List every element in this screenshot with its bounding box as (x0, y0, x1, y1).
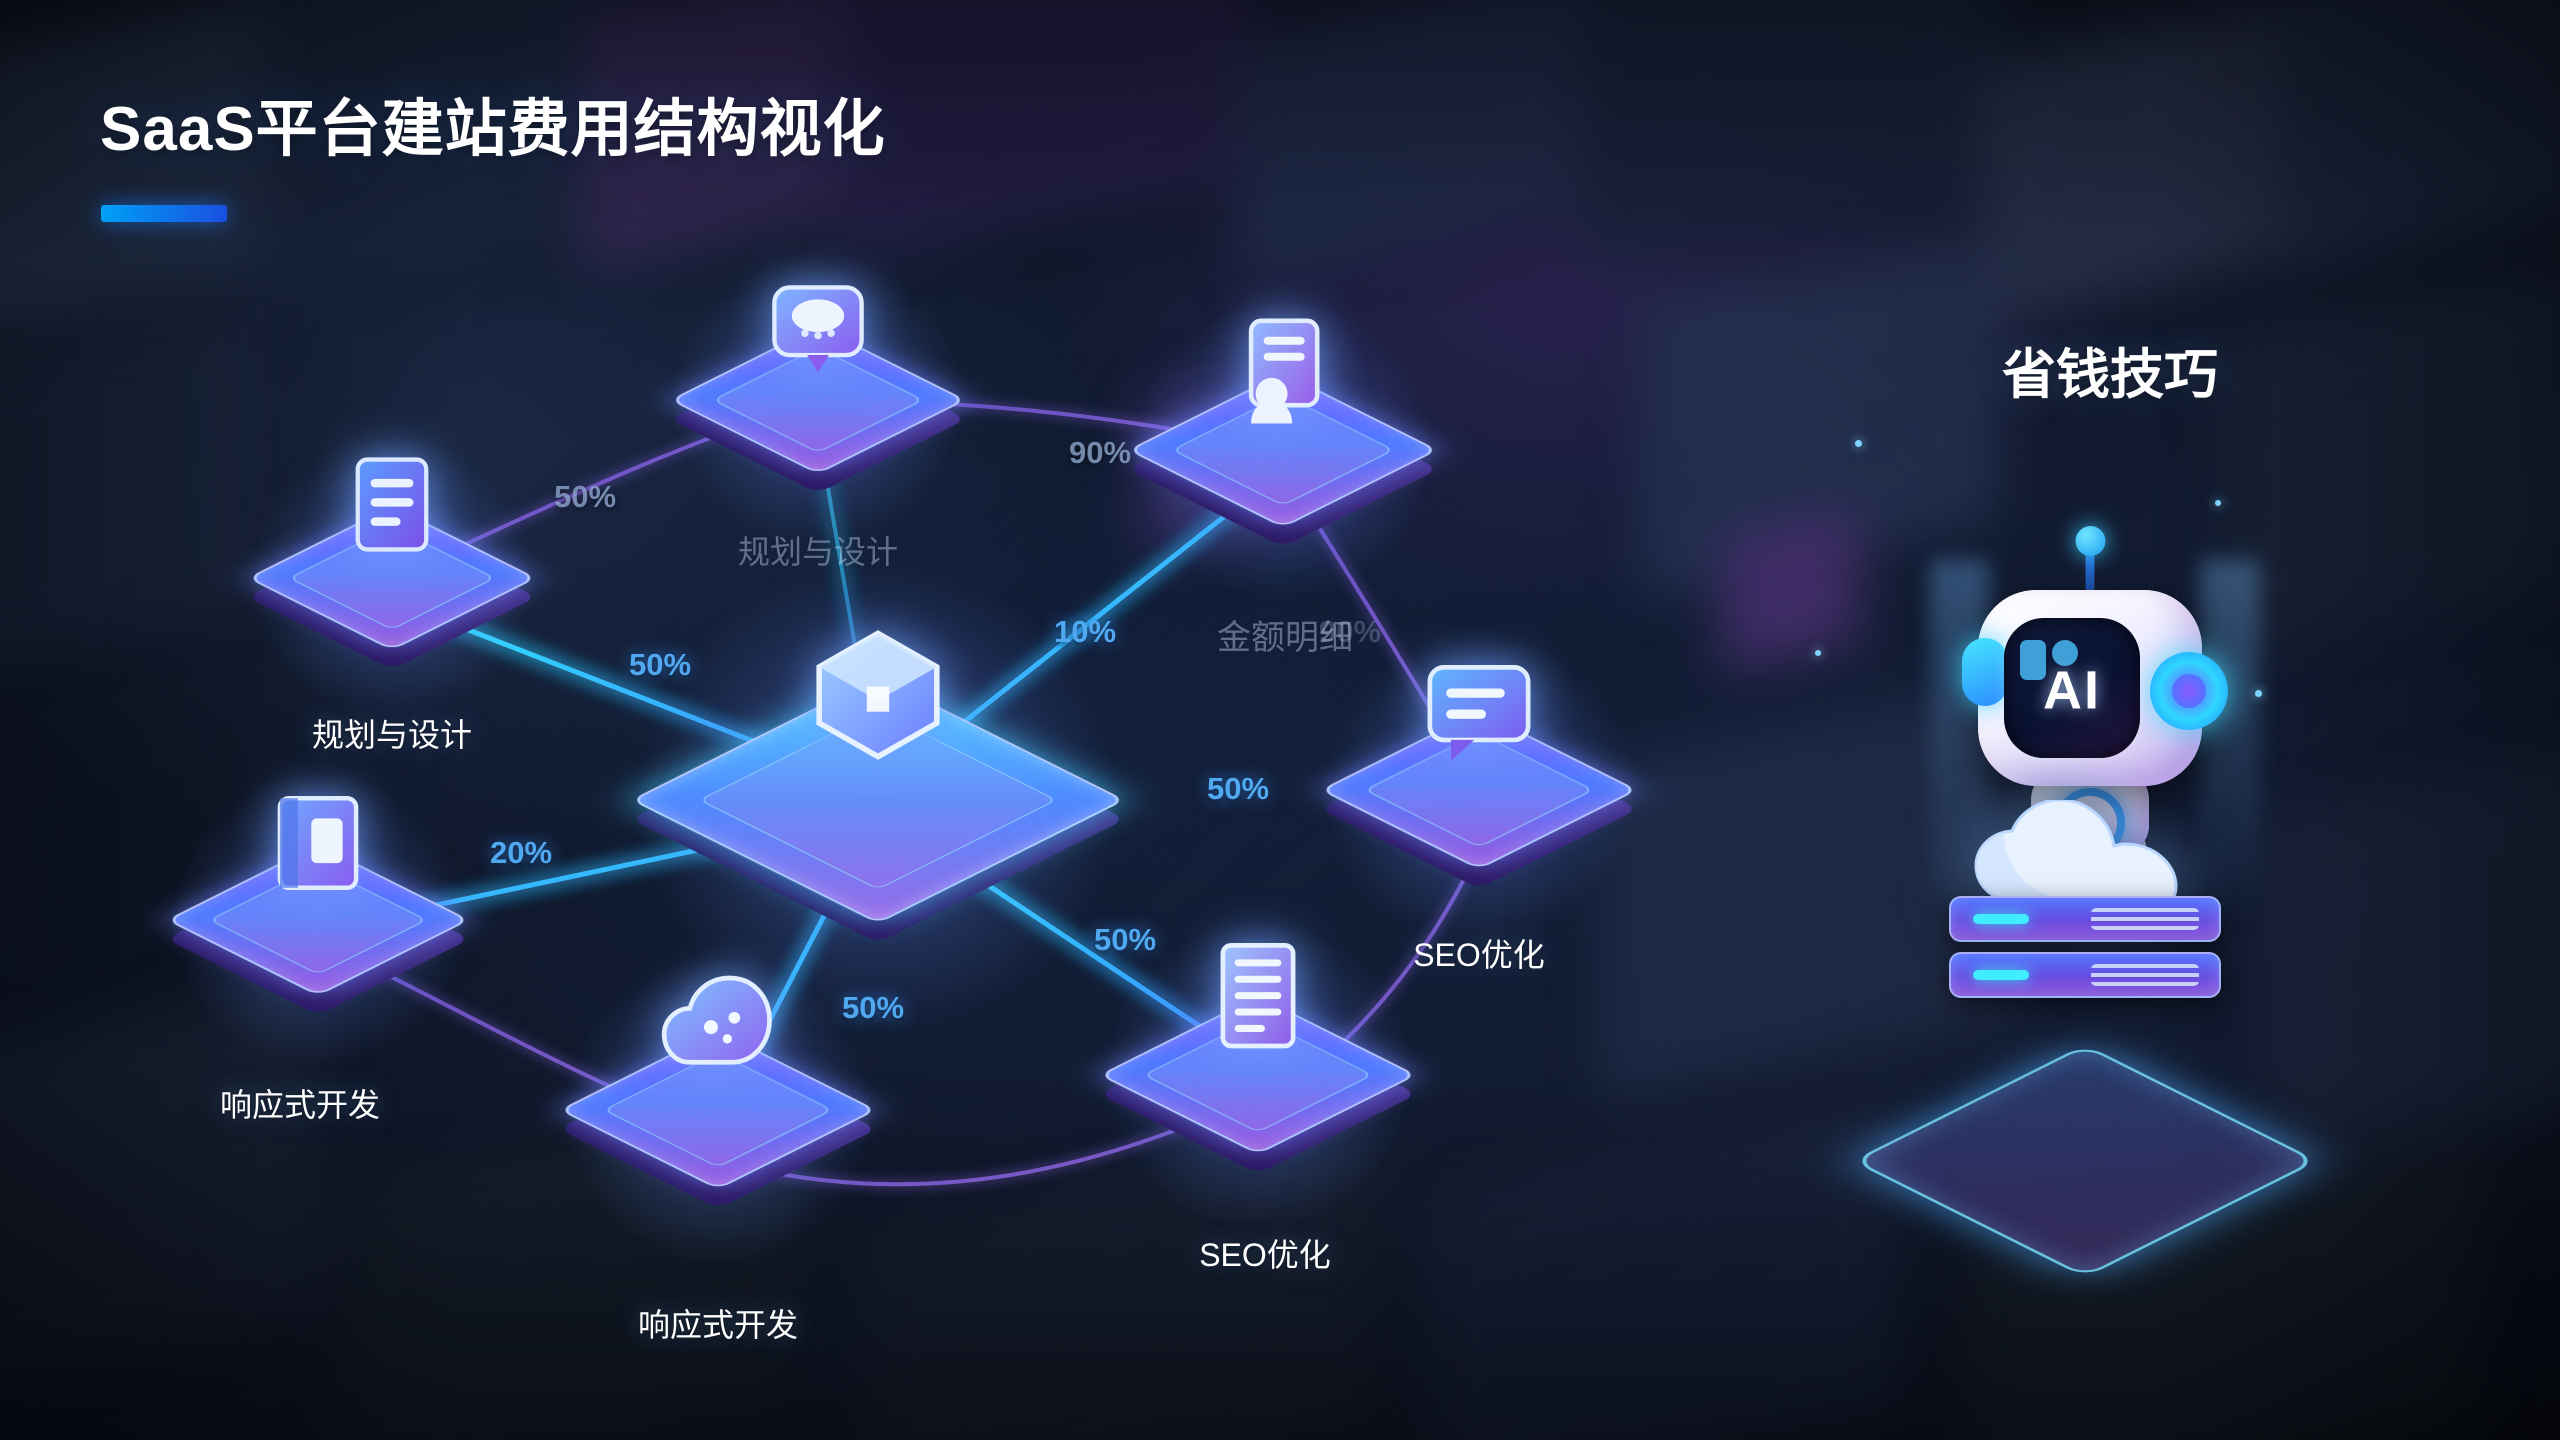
chat-cloud-icon (764, 270, 873, 379)
robot-screen-text: AI (2043, 660, 2101, 721)
node-label-n-plan-left: 规划与设计 (311, 717, 473, 753)
node-label-n-resp-left: 响应式开发 (219, 1087, 381, 1123)
edge-percent-label-e-ghost-overlap: 90% (1318, 614, 1382, 649)
edge-percent-label-e-planleft-hub: 50% (628, 647, 692, 682)
edge-percent-label-e-planleft-plantop: 50% (553, 479, 617, 514)
document-icon (339, 451, 446, 558)
node-label-n-seo-right: SEO优化 (1413, 937, 1545, 973)
server-vents-bottom (2091, 964, 2199, 986)
edge-percent-label-e-hub-seoright: 50% (1206, 771, 1270, 806)
server-led-top (1973, 914, 2029, 924)
doc-user-icon (1226, 314, 1340, 428)
robot-ear-left-icon (1962, 638, 2008, 706)
server-icon (1200, 936, 1317, 1053)
node-label-n-seo-bottom: SEO优化 (1199, 1237, 1331, 1273)
cloud-upload-icon (660, 971, 777, 1088)
page-title: SaaS平台建站费用结构视化 (100, 95, 886, 164)
node-label-n-plan-top: 规划与设计 (737, 534, 899, 570)
spark-1 (1855, 440, 1862, 447)
server-unit-top (1949, 896, 2221, 942)
server-led-bottom (1973, 970, 2029, 980)
node-label-n-resp-bottom: 响应式开发 (637, 1307, 799, 1343)
server-unit-bottom (1949, 952, 2221, 998)
robot-ear-right-icon (2150, 652, 2228, 730)
book-icon (262, 787, 374, 899)
robot-antenna-icon (2085, 548, 2095, 592)
title-accent-bar (101, 205, 227, 222)
edge-percent-label-e-hub-seobottom: 50% (1093, 922, 1157, 957)
robot-face-screen: AI (2004, 618, 2140, 758)
edge-percent-label-e-respleft-hub: 20% (489, 835, 553, 870)
cube-icon (808, 625, 948, 765)
edge-percent-label-e-hub-docuser: 10% (1053, 614, 1117, 649)
cloud-server-stack (1815, 440, 2319, 1278)
side-panel-title: 省钱技巧 (2002, 345, 2218, 405)
spark-2 (2215, 500, 2221, 506)
edge-percent-label-e-hub-respbottom: 50% (841, 990, 905, 1025)
spark-3 (1815, 650, 1821, 656)
message-icon (1421, 651, 1538, 768)
ghost-overlap-label: 金额明细 (1217, 619, 1353, 657)
edge-percent-label-e-plantop-docuser: 90% (1068, 435, 1132, 470)
cloud-icon (1974, 800, 2178, 920)
server-vents-top (2091, 908, 2199, 930)
robot-head: AI (1962, 590, 2228, 786)
spark-4 (2255, 690, 2262, 697)
